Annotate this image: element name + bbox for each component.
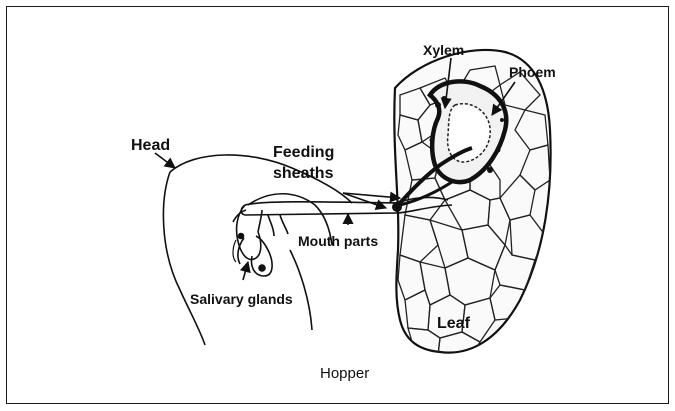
salivary-glands-label: Salivary glands [190,291,293,307]
phloem-label: Phoem [509,64,556,80]
leaf-label: Leaf [437,315,471,332]
salivary-glands-arrow [243,262,248,280]
hopper-head [163,155,352,345]
head-arrow [155,153,175,168]
leaf-cross-section [394,50,550,358]
mouth-parts-label: Mouth parts [298,233,378,249]
head-label: Head [131,137,170,154]
feeding-sheaths-label-line2: sheaths [273,165,334,182]
caption: Hopper [320,365,369,382]
xylem-label: Xylem [423,42,464,58]
feeding-sheaths-label-line1: Feeding [273,144,334,161]
